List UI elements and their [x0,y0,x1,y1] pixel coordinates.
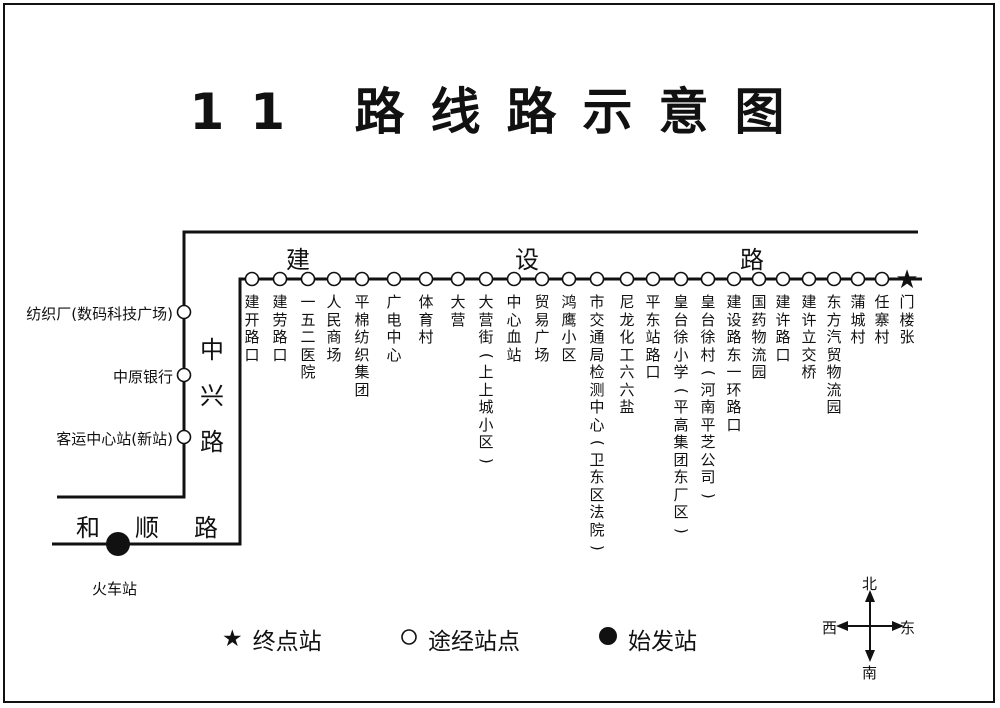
stop-marker [874,271,890,287]
stop-label: 建许立交桥 [801,293,817,381]
stop-label: 一五二医院 [300,293,316,381]
legend-start: 始发站 [598,622,697,656]
origin-marker [106,532,130,556]
stop-label: 尼龙化工六六盐 [619,293,635,416]
terminal-star-marker: ★ [895,265,918,295]
stop-label: 建设路东一环路口 [726,293,742,434]
road-label-zhongxing-1: 中 [200,336,224,364]
stop-label: 平东站路口 [645,293,661,381]
stop-marker [450,271,466,287]
legend-terminal-label: 终点站 [252,629,322,655]
map-title: 11 路线路示意图 [189,83,811,141]
road-label-zhongxing-2: 兴 [200,382,224,410]
legend-intermediate: 途经站点 [400,622,520,656]
stop-label: 大营街(上上城小区) [477,293,496,464]
stop-label: 大营 [450,293,466,329]
side-stop-label: 客运中心站(新站) [56,430,173,448]
stop-label: 建许路口 [775,293,791,364]
stop-label: 任寨村 [874,293,890,346]
stop-label: 建劳路口 [272,293,288,364]
stop-marker [726,271,742,287]
side-stop-marker [176,304,192,320]
side-stop-marker [176,367,192,383]
stop-marker [506,271,522,287]
compass-south: 南 [862,664,878,682]
stop-marker [561,271,577,287]
compass-east: 东 [900,619,916,637]
road-label-jianshe-2: 设 [515,246,539,274]
stop-label: 建开路口 [244,293,260,364]
compass-north: 北 [862,575,878,593]
legend-intermediate-label: 途经站点 [428,629,520,655]
stop-label: 中心血站 [506,293,522,364]
compass-west: 西 [822,619,838,637]
stop-marker [589,271,605,287]
compass-icon [836,590,904,662]
legend-start-label: 始发站 [628,629,697,655]
stop-marker [619,271,635,287]
stop-marker [801,271,817,287]
origin-label: 火车站 [92,580,138,598]
star-icon: ★ [222,626,243,652]
stop-marker [272,271,288,287]
stop-marker [326,271,342,287]
bus-route-line [52,277,922,546]
stop-label: 蒲城村 [850,293,866,346]
stop-marker [775,271,791,287]
stop-marker [700,271,716,287]
road-label-heshun-2: 顺 [135,514,159,542]
filled-circle-icon [598,626,618,652]
stop-marker [354,271,370,287]
stop-marker [826,271,842,287]
road-label-jianshe-3: 路 [740,246,764,274]
stop-marker [534,271,550,287]
map-frame [3,3,995,703]
stop-label: 皇台徐小学(平高集团东厂区) [672,293,691,534]
stop-marker [673,271,689,287]
stop-label: 体育村 [418,293,434,346]
legend-terminal: ★ 终点站 [222,622,322,656]
stop-label: 皇台徐村(河南平芝公司) [699,293,718,499]
side-stop-marker [176,429,192,445]
stop-label: 人民商场 [326,293,342,364]
road-label-zhongxing-3: 路 [200,428,224,456]
stop-marker [418,271,434,287]
stop-label: 门楼张 [899,293,915,346]
stop-label: 国药物流园 [751,293,767,381]
hollow-circle-icon [400,626,418,652]
stop-label: 东方汽贸物流园 [826,293,842,416]
stop-marker [850,271,866,287]
stop-marker [751,271,767,287]
stop-marker [478,271,494,287]
stop-marker [300,271,316,287]
stop-marker [244,271,260,287]
road-label-jianshe-1: 建 [286,246,310,274]
stop-label: 市交通局检测中心(卫东区法院) [588,293,607,551]
side-stop-label: 中原银行 [112,368,173,386]
side-stop-label: 纺织厂(数码科技广场) [26,305,173,323]
stop-marker [386,271,402,287]
stop-label: 广电中心 [386,293,402,364]
road-label-heshun-3: 路 [194,514,218,542]
road-label-heshun-1: 和 [76,514,100,542]
stop-label: 鸿鹰小区 [561,293,577,364]
stop-label: 贸易广场 [534,293,550,364]
stop-marker [645,271,661,287]
stop-label: 平棉纺织集团 [354,293,370,399]
